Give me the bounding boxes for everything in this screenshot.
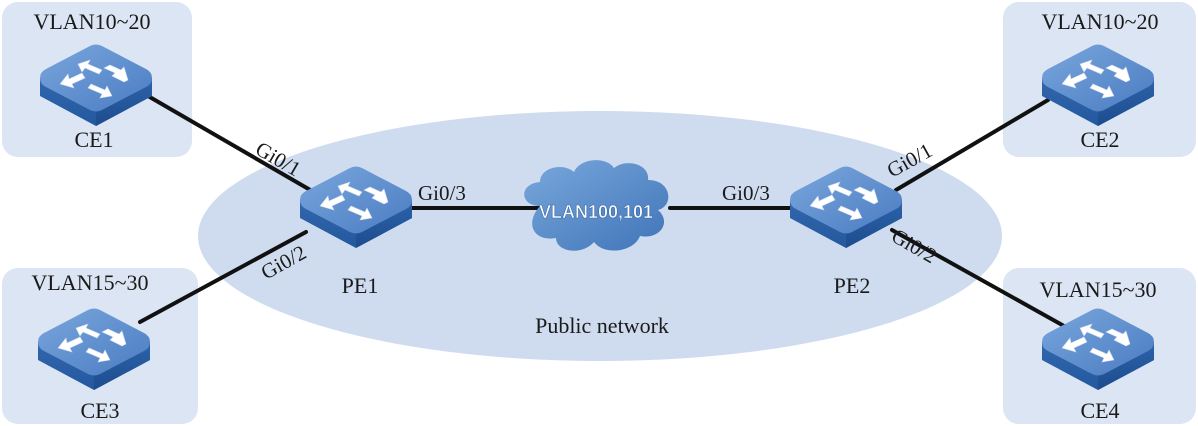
link-ce1-pe1	[146, 94, 314, 193]
ce2-label: CE2	[1080, 127, 1119, 152]
ce1-vlan-label: VLAN10~20	[33, 9, 150, 34]
pe2-gi03-label: Gi0/3	[722, 181, 770, 205]
link-pe2-ce4	[890, 228, 1066, 328]
ce3-label: CE3	[80, 398, 119, 423]
ce4-label: CE4	[1080, 398, 1119, 423]
public-network-label: Public network	[535, 313, 669, 338]
link-pe2-ce2	[894, 98, 1050, 192]
ce2-vlan-label: VLAN10~20	[1041, 9, 1158, 34]
links	[138, 94, 1066, 328]
pe1-label: PE1	[342, 273, 379, 298]
pe1-gi03-label: Gi0/3	[418, 181, 466, 205]
ce1-label: CE1	[74, 127, 113, 152]
link-ce3-pe1	[138, 230, 308, 324]
ce4-vlan-label: VLAN15~30	[1039, 277, 1156, 302]
ce3-vlan-label: VLAN15~30	[31, 270, 148, 295]
cloud-icon	[524, 160, 669, 251]
pe2-label: PE2	[834, 273, 871, 298]
cloud-label: VLAN100,101	[539, 202, 653, 222]
